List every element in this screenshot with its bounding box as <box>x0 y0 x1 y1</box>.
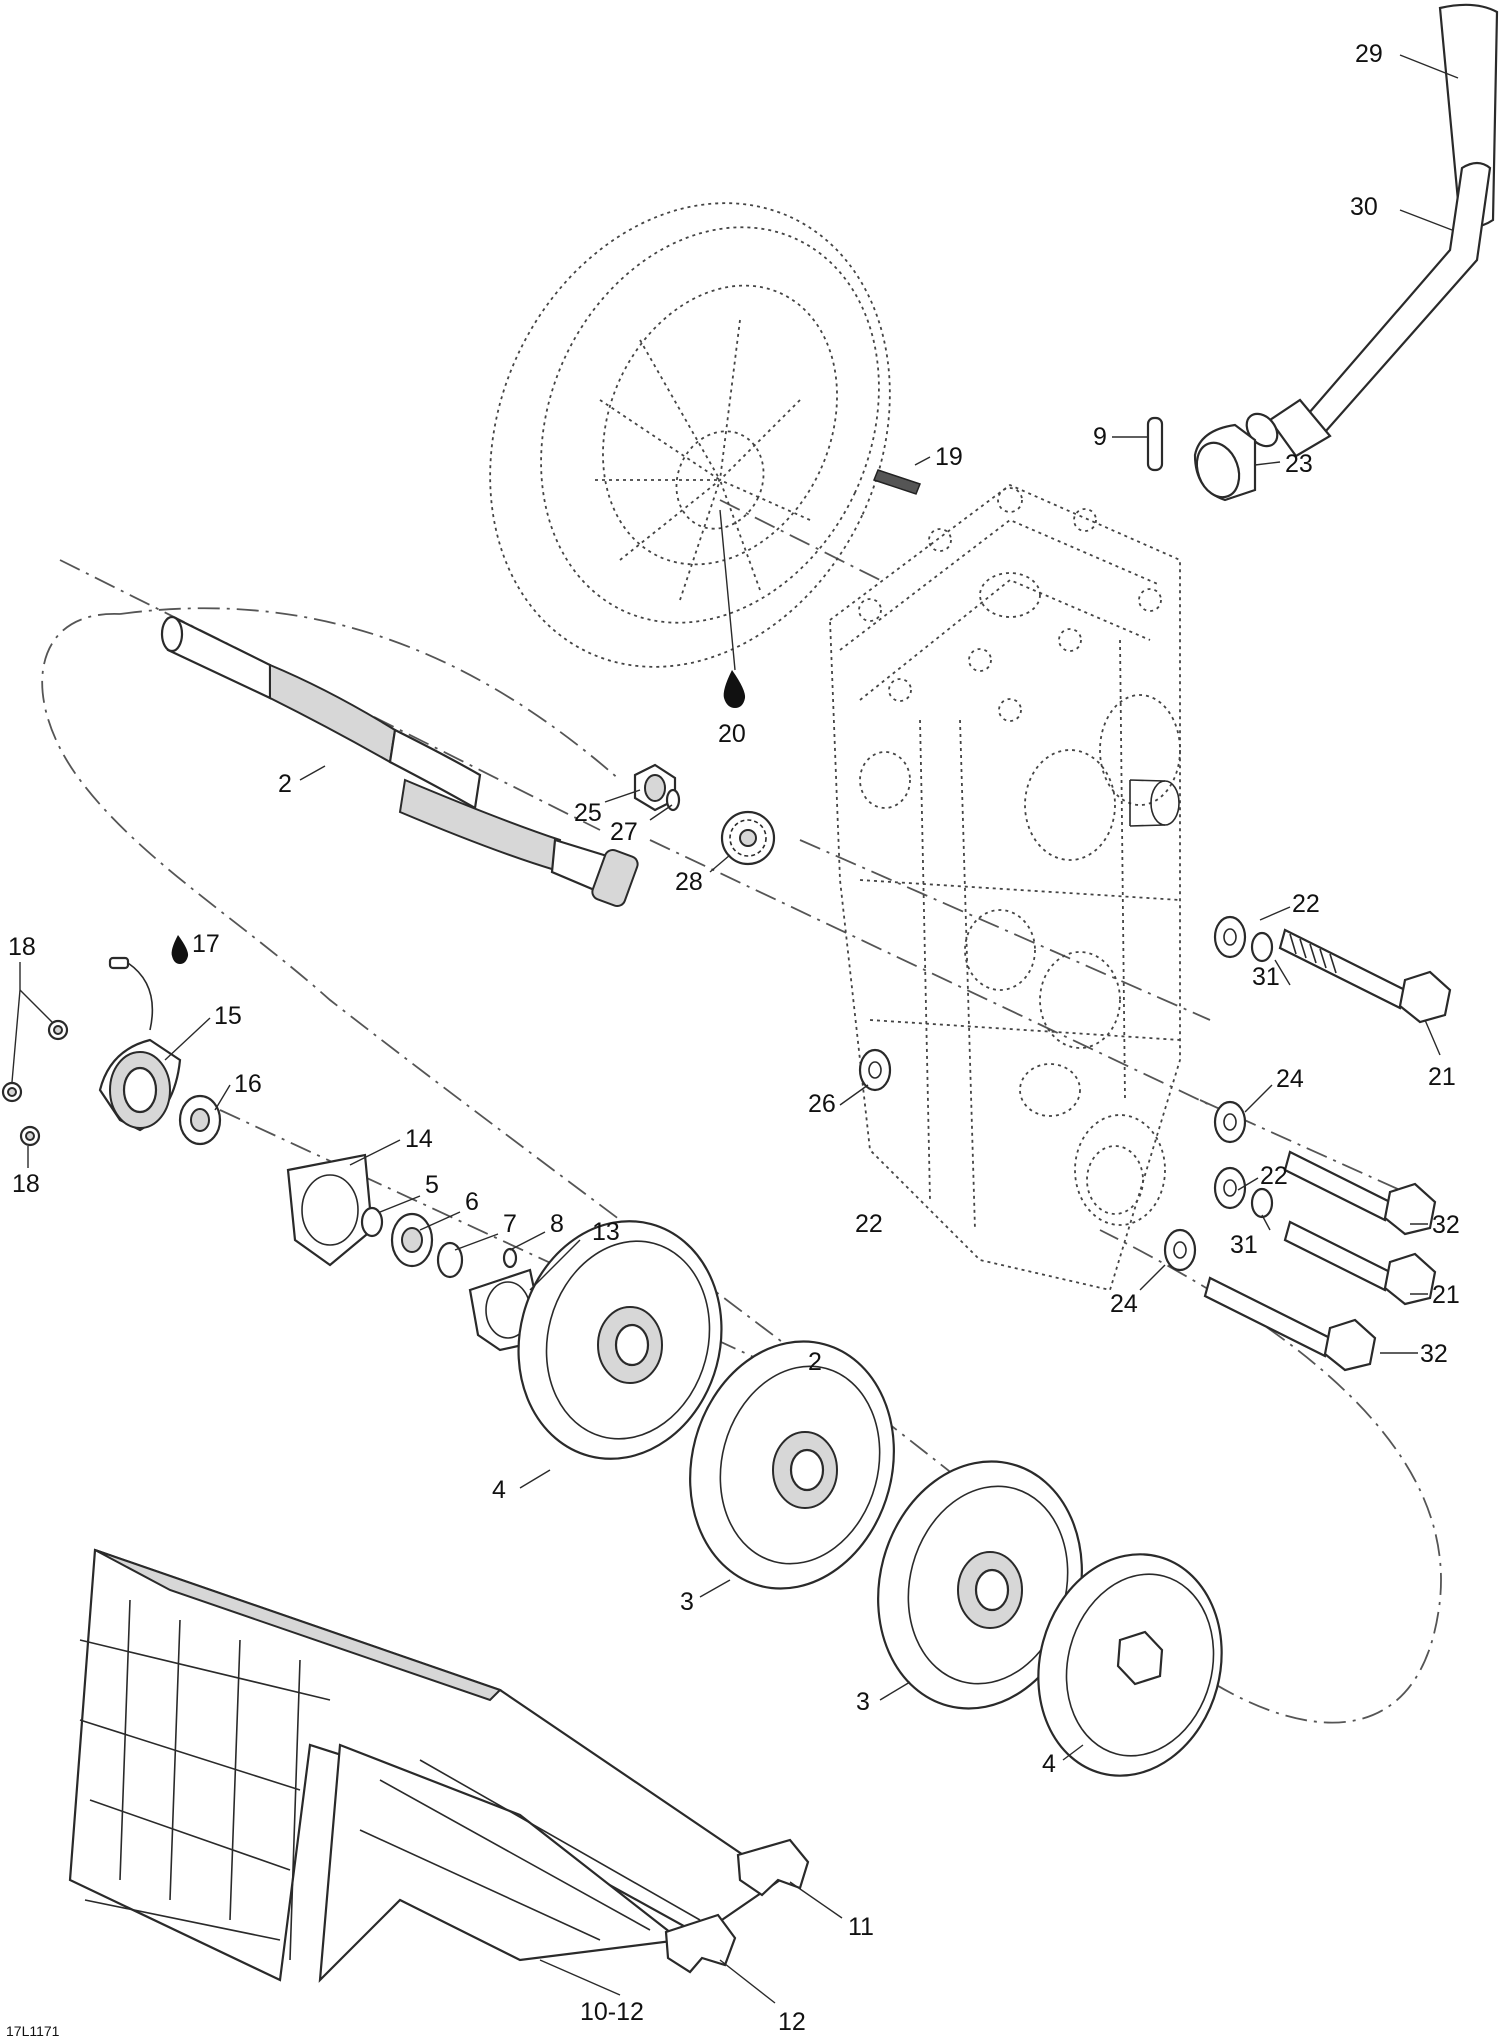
bolt-32-lower <box>1203 1276 1377 1372</box>
axle-spline <box>591 849 639 907</box>
label-22-centre: 22 <box>855 1210 883 1238</box>
label-11: 11 <box>848 1913 874 1941</box>
axis-line-pulley <box>719 499 881 581</box>
axis-line-bolt <box>1199 1099 1401 1191</box>
washer-26 <box>858 1048 892 1092</box>
washer-upper <box>1213 915 1247 959</box>
axis-line-lower <box>219 1109 761 1361</box>
drive-axle <box>160 615 639 907</box>
label-18-bottom: 18 <box>12 1170 40 1198</box>
washer-24-lower <box>1163 1228 1197 1272</box>
o-ring <box>665 788 681 812</box>
label-3-right: 3 <box>856 1688 870 1716</box>
label-20: 20 <box>718 720 746 748</box>
callout-lines <box>11 54 1459 2004</box>
label-7: 7 <box>503 1210 517 1238</box>
axis-line-gear <box>799 839 1211 1021</box>
label-32-upper: 32 <box>1432 1211 1460 1239</box>
label-30: 30 <box>1350 193 1378 221</box>
sprocket-wheel-3-centre <box>689 1340 895 1590</box>
bearing <box>178 1094 222 1146</box>
bolt-21-lower <box>1283 1220 1437 1306</box>
drive-track <box>68 1548 782 1983</box>
nut-18-low <box>19 1125 41 1147</box>
o-ring-8 <box>502 1247 518 1269</box>
bearing-plate-14 <box>286 1153 374 1267</box>
bolt-32-upper <box>1283 1150 1437 1236</box>
grease-fitting <box>108 956 130 970</box>
label-26: 26 <box>808 1090 836 1118</box>
label-21-upper: 21 <box>1428 1063 1456 1091</box>
label-22-lower: 22 <box>1260 1162 1288 1190</box>
part-labels: 29 30 9 19 23 20 2 25 27 28 22 31 21 18 … <box>6 40 1460 2039</box>
label-17: 17 <box>192 930 220 958</box>
label-24-upper: 24 <box>1276 1065 1304 1093</box>
track-clip-11 <box>736 1838 810 1897</box>
sprocket-wheel-4-left <box>517 1220 723 1460</box>
nut-18-mid <box>1 1081 23 1103</box>
circlip <box>360 1206 384 1238</box>
label-31-lower: 31 <box>1230 1231 1258 1259</box>
track-clip-12 <box>664 1913 737 1974</box>
label-28: 28 <box>675 868 703 896</box>
label-10-12: 10-12 <box>580 1998 644 2026</box>
label-19: 19 <box>935 443 963 471</box>
track-outline-top <box>119 607 621 781</box>
small-sprocket <box>720 810 776 866</box>
label-24-lower: 24 <box>1110 1290 1138 1318</box>
drive-pulley-ghost <box>489 202 891 668</box>
label-18-top: 18 <box>8 933 36 961</box>
washer-24-upper <box>1213 1100 1247 1144</box>
label-22-upper: 22 <box>1292 890 1320 918</box>
label-31-upper: 31 <box>1252 963 1280 991</box>
label-13: 13 <box>592 1218 620 1246</box>
reference-code: 17L1171 <box>6 2023 60 2039</box>
label-15: 15 <box>214 1002 242 1030</box>
lock-washer-lower <box>1250 1187 1274 1219</box>
lock-washer-upper <box>1250 931 1274 963</box>
label-4-right: 4 <box>1042 1750 1056 1778</box>
bearing-6 <box>390 1212 434 1268</box>
label-2-axle: 2 <box>278 770 292 798</box>
axis-line-shaft <box>649 839 1211 1106</box>
washer-22-lower <box>1213 1166 1247 1210</box>
nut-18-top <box>47 1019 69 1041</box>
label-29: 29 <box>1355 40 1383 68</box>
label-6: 6 <box>465 1188 479 1216</box>
label-21-lower: 21 <box>1432 1281 1460 1309</box>
label-12: 12 <box>778 2008 806 2036</box>
sprocket-wheel-4-right <box>1037 1553 1223 1777</box>
sprocket-wheel-3-right <box>877 1460 1083 1710</box>
chaincase-housing <box>829 483 1181 1292</box>
label-25: 25 <box>574 799 602 827</box>
oil-drop-icon <box>723 670 746 708</box>
bolt-upper <box>1278 928 1452 1024</box>
bearing-housing <box>98 1038 182 1132</box>
label-16: 16 <box>234 1070 262 1098</box>
roll-pin <box>1146 416 1164 472</box>
label-9: 9 <box>1093 423 1107 451</box>
label-4-left: 4 <box>492 1476 506 1504</box>
label-23: 23 <box>1285 450 1313 478</box>
label-14: 14 <box>405 1125 433 1153</box>
label-27: 27 <box>610 818 638 846</box>
label-32-lower: 32 <box>1420 1340 1448 1368</box>
label-2-wheel: 2 <box>808 1348 822 1376</box>
lever-collar <box>1193 423 1257 502</box>
label-3-centre: 3 <box>680 1588 694 1616</box>
label-5: 5 <box>425 1171 439 1199</box>
seal-7 <box>436 1241 464 1279</box>
output-spline <box>1129 779 1180 827</box>
track-outline <box>41 613 1442 1724</box>
oil-drop-icon <box>171 935 189 964</box>
pulley-key <box>873 469 921 495</box>
label-8: 8 <box>550 1210 564 1238</box>
